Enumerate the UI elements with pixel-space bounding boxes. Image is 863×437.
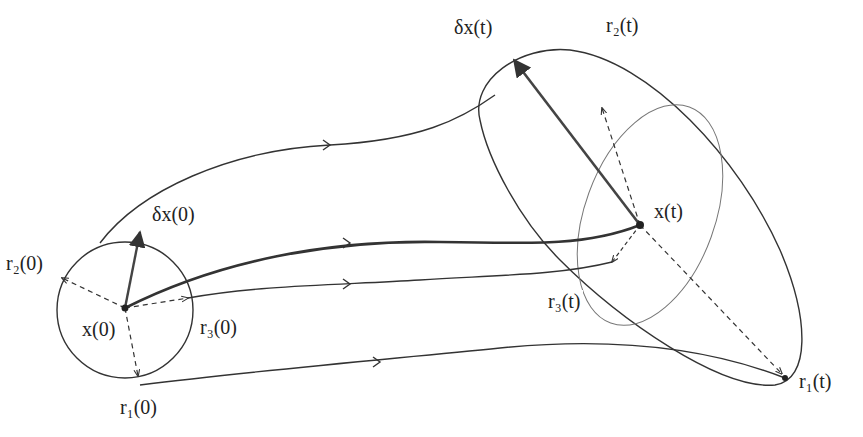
perturbation-vector (514, 60, 640, 225)
vector-label: r₁(t) (797, 370, 834, 392)
vector-label: r₂(t) (604, 14, 641, 36)
vector-label: r₃(0) (198, 316, 239, 338)
flow-arrow (343, 279, 350, 289)
point-marker (636, 221, 644, 229)
vector-label: δx(t) (452, 16, 494, 38)
vector-label: r₃(t) (546, 290, 583, 312)
perturbation-vector (125, 232, 140, 308)
vector-label: r₁(0) (118, 396, 159, 418)
flow-arrow (343, 238, 350, 248)
vector-label: r₂(0) (4, 252, 45, 274)
point-marker (782, 375, 788, 381)
ellipsoid-outline (479, 50, 802, 386)
vector-label: x(0) (80, 318, 117, 340)
axis-vector (125, 308, 138, 376)
initial-sphere (57, 242, 193, 378)
vector-label: x(t) (652, 200, 685, 222)
vector-label: δx(0) (150, 203, 197, 225)
point-marker (122, 305, 129, 312)
axis-vector (640, 225, 782, 374)
flow-arrow (373, 357, 380, 367)
trajectory-line (100, 95, 495, 243)
axis-vector (612, 225, 640, 262)
flow-arrow (323, 140, 330, 150)
axis-vector (62, 278, 125, 308)
axis-vector (125, 298, 188, 308)
axis-vector (602, 108, 640, 225)
trajectory-line (140, 344, 785, 385)
